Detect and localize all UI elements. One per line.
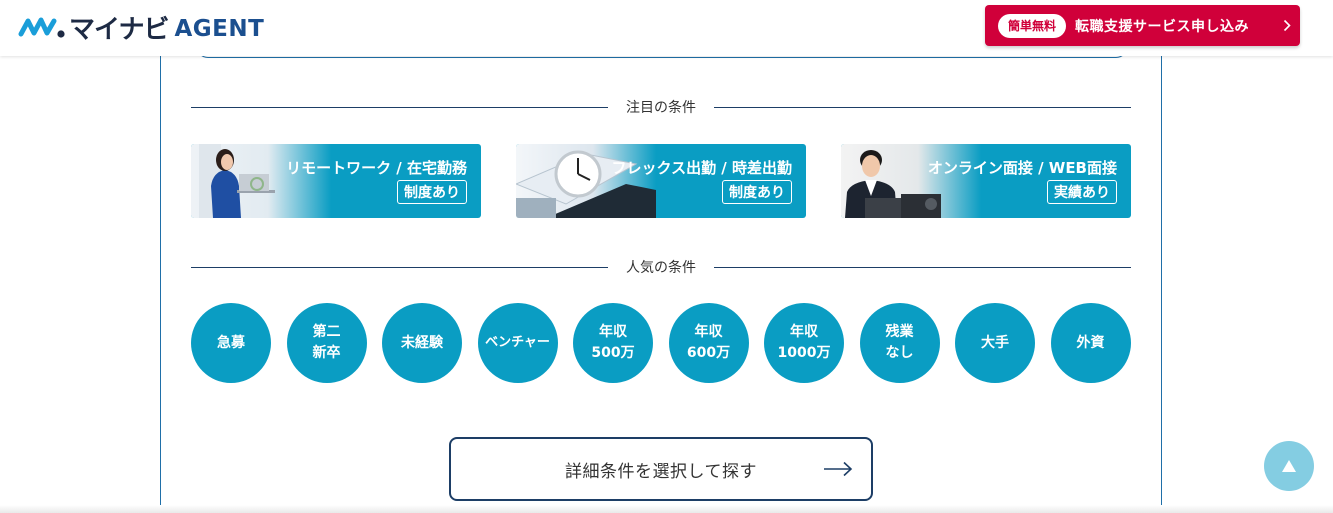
- attention-heading-label: 注目の条件: [626, 100, 696, 116]
- chip-no-overtime[interactable]: 残業 なし: [859, 303, 940, 383]
- popular-heading: 人気の条件: [191, 257, 1131, 277]
- chip-salary-1000[interactable]: 年収 1000万: [764, 303, 844, 383]
- chip-venture[interactable]: ベンチャー: [477, 303, 558, 383]
- mynavi-logo-mark-icon: [18, 17, 65, 38]
- remote-work-photo: [191, 144, 331, 218]
- chip-inexperienced[interactable]: 未経験: [382, 303, 462, 383]
- attention-heading: 注目の条件: [191, 97, 1131, 117]
- arrow-right-icon: [824, 461, 853, 477]
- logo-text-mynavi: マイナビ: [69, 14, 169, 45]
- chip-salary-500[interactable]: 年収 500万: [573, 303, 653, 383]
- mynavi-agent-logo[interactable]: マイナビ AGENT: [18, 9, 264, 45]
- card-flex-time-badge: 制度あり: [722, 180, 792, 204]
- bottom-edge-shadow: [0, 505, 1333, 513]
- logo-text-agent: AGENT: [174, 15, 265, 42]
- free-badge: 簡単無料: [998, 13, 1067, 38]
- card-remote-work-title: リモートワーク / 在宅勤務: [286, 159, 467, 177]
- apply-service-button[interactable]: 簡単無料 転職支援サービス申し込み: [985, 5, 1300, 46]
- detailed-search-button[interactable]: 詳細条件を選択して探す: [449, 437, 873, 501]
- detailed-search-label: 詳細条件を選択して探す: [565, 461, 757, 482]
- apply-service-label: 転職支援サービス申し込み: [1075, 18, 1250, 35]
- site-header: マイナビ AGENT 簡単無料 転職支援サービス申し込み: [0, 0, 1333, 56]
- popular-heading-label: 人気の条件: [626, 260, 696, 276]
- triangle-up-icon: [1282, 460, 1296, 472]
- card-online-interview-title: オンライン面接 / WEB面接: [927, 159, 1117, 177]
- card-online-interview-badge: 実績あり: [1047, 180, 1117, 204]
- chip-salary-600[interactable]: 年収 600万: [668, 303, 749, 383]
- clock-photo: [516, 144, 656, 218]
- online-interview-photo: [841, 144, 981, 218]
- card-remote-work[interactable]: リモートワーク / 在宅勤務 制度あり: [191, 144, 481, 218]
- chevron-right-icon: [1283, 19, 1291, 32]
- chip-foreign-company[interactable]: 外資: [1050, 303, 1131, 383]
- chip-urgent[interactable]: 急募: [191, 303, 271, 383]
- card-online-interview[interactable]: オンライン面接 / WEB面接 実績あり: [841, 144, 1131, 218]
- chip-major-company[interactable]: 大手: [955, 303, 1035, 383]
- back-to-top-button[interactable]: [1264, 441, 1314, 491]
- chip-second-graduate[interactable]: 第二 新卒: [286, 303, 367, 383]
- popular-conditions-list: 急募 第二 新卒 未経験 ベンチャー 年収 500万 年収 600万 年収 10…: [191, 303, 1131, 383]
- card-flex-time-title: フレックス出勤 / 時差出勤: [611, 159, 792, 177]
- card-remote-work-badge: 制度あり: [397, 180, 467, 204]
- card-flex-time[interactable]: フレックス出勤 / 時差出勤 制度あり: [516, 144, 806, 218]
- search-conditions-panel: 注目の条件 リモートワーク / 在宅勤務 制度あり: [160, 40, 1162, 513]
